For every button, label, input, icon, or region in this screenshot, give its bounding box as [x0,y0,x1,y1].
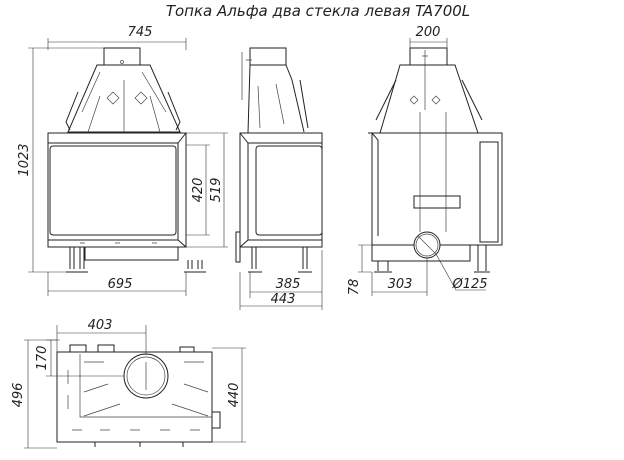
top-view: 403 170 496 440 [11,318,246,449]
dim-420: 420 [191,178,206,203]
side-view: 385 443 [235,47,323,310]
dim-745: 745 [128,25,153,40]
dim-496: 496 [11,383,26,408]
dim-519: 519 [209,178,224,203]
dim-403: 403 [88,318,113,333]
dim-695: 695 [108,277,133,292]
dim-d125: Ø125 [451,277,487,292]
drawing-title: Топка Альфа два стекла левая TA700L [166,2,470,20]
dim-78: 78 [347,279,362,296]
dim-303: 303 [388,277,413,292]
dim-440: 440 [227,383,242,408]
dim-385: 385 [276,277,301,292]
dim-200: 200 [416,25,441,40]
dim-170: 170 [35,346,50,371]
back-view: 200 78 303 Ø125 [347,25,503,296]
front-view: 745 695 1023 420 519 [17,25,228,296]
dim-1023: 1023 [17,143,32,176]
dim-443: 443 [271,292,296,307]
